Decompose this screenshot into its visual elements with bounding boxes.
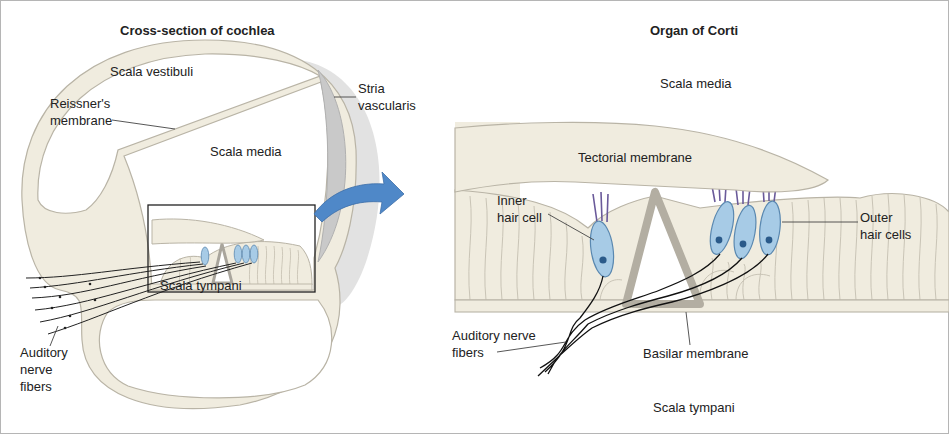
- part-label: Basilar membrane: [643, 345, 773, 362]
- leader-line: [50, 326, 58, 346]
- fiber-dot: [89, 283, 92, 286]
- nerve-fibers: [26, 262, 252, 334]
- scala-media-chamber: [124, 82, 328, 290]
- node-shape: [455, 122, 828, 192]
- mini-inner-hair-cell: [201, 247, 209, 265]
- nucleus: [766, 237, 773, 244]
- hair-cell-body: [757, 200, 783, 256]
- nucleus: [599, 256, 606, 263]
- part-label: Auditory nerve fibers: [20, 344, 82, 395]
- fiber-dots: [39, 277, 97, 330]
- hair-cell-body: [730, 204, 759, 261]
- zoom-arrow: [314, 172, 404, 222]
- mini-outer-hair-cell: [250, 245, 258, 263]
- inner-hair-cell: [587, 192, 617, 278]
- region-label: Scala tympani: [653, 399, 763, 416]
- panel-heading: Cross-section of cochlea: [120, 22, 310, 39]
- stria-vascularis: [318, 70, 346, 262]
- part-label: Stria vascularis: [358, 80, 428, 114]
- leader-line: [782, 222, 858, 223]
- leader-line: [112, 120, 175, 129]
- scala-tympani-chamber: [99, 300, 331, 398]
- tectorial-membrane: Tectorial membrane: [455, 120, 830, 195]
- fiber-dot: [64, 327, 67, 330]
- region-label: Scala vestibuli: [110, 63, 230, 80]
- hair-cell-body: [587, 220, 617, 279]
- nucleus: [716, 237, 723, 244]
- nucleus: [740, 241, 747, 248]
- pillar-cells: [626, 192, 700, 304]
- node-label: Tectorial membrane: [550, 149, 720, 166]
- mini-tectorial-membrane: [152, 219, 264, 244]
- region-label: Scala media: [210, 143, 310, 160]
- part-label: Outer hair cells: [860, 209, 914, 243]
- hair-cell-body: [706, 199, 738, 256]
- supporting-cells: [455, 190, 949, 300]
- fiber-dot: [59, 296, 62, 299]
- leader-line: [334, 97, 356, 98]
- outer-hair-cells: [706, 184, 783, 260]
- cochlea-section: [22, 40, 380, 409]
- leader-line: [497, 342, 566, 352]
- leader-line: [548, 214, 594, 240]
- mini-pillar-cells: [213, 244, 232, 283]
- region-label: Scala tympani: [160, 277, 270, 294]
- part-label: Reissner's membrane: [50, 95, 125, 129]
- stereocilia: [593, 192, 608, 222]
- fiber-dot: [69, 315, 72, 318]
- fiber-dot: [44, 286, 47, 289]
- mini-outer-hair-cell: [234, 245, 242, 263]
- mini-outer-hair-cell: [242, 245, 250, 263]
- leader-lines: [50, 97, 858, 352]
- fiber-dot: [94, 299, 97, 302]
- cochlear-wall: [22, 40, 356, 409]
- part-label: Inner hair cell: [497, 192, 547, 226]
- fiber-dot: [51, 307, 54, 310]
- part-label: Auditory nerve fibers: [452, 327, 547, 361]
- panel-heading: Organ of Corti: [650, 22, 780, 39]
- leader-line: [686, 312, 690, 345]
- fiber-dot: [39, 277, 42, 280]
- region-label: Scala media: [660, 75, 770, 92]
